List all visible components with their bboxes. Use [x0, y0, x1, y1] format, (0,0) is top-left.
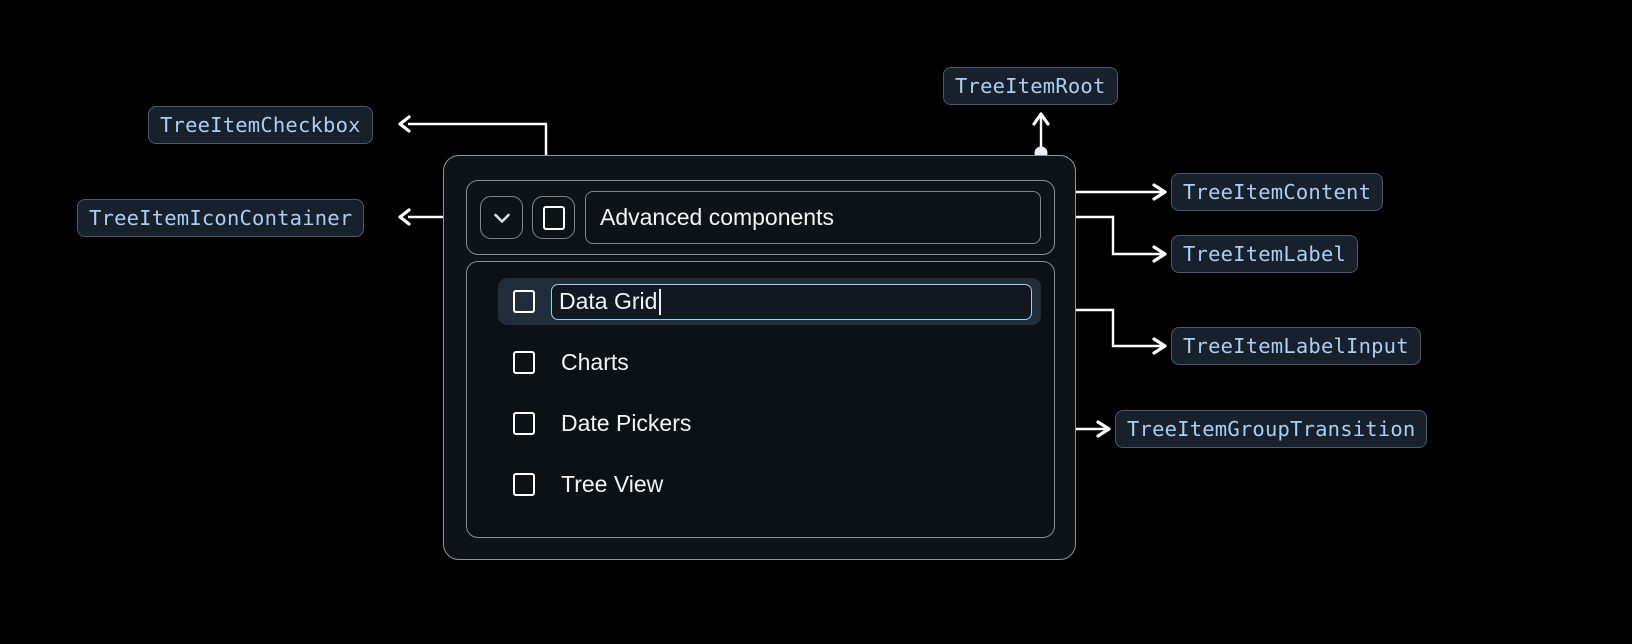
row-gap [467, 447, 1054, 461]
annotation-chip-label: TreeItemIconContainer [89, 205, 353, 230]
checkbox-box-icon[interactable] [513, 351, 535, 374]
text-caret [659, 288, 661, 315]
tree-item-label-text: Charts [561, 349, 629, 375]
tree-item-label-input-value: Data Grid [559, 288, 658, 314]
tree-item-checkbox[interactable] [532, 196, 575, 239]
tree-item-row-date-pickers[interactable]: Date Pickers [498, 400, 1041, 447]
row-gap [467, 325, 1054, 339]
row-gap [467, 386, 1054, 400]
annotation-chip-label: TreeItemLabel [1183, 241, 1347, 266]
chevron-down-icon [489, 205, 515, 231]
annotation-chip-label: TreeItemCheckbox [160, 112, 361, 137]
annotation-chip-tree-item-root: TreeItemRoot [943, 67, 1118, 105]
annotation-chip-label: TreeItemRoot [955, 73, 1106, 98]
annotation-chip-tree-item-checkbox: TreeItemCheckbox [148, 106, 373, 144]
tree-item-label-text: Date Pickers [561, 410, 692, 436]
annotation-chip-tree-item-label: TreeItemLabel [1171, 235, 1359, 273]
checkbox-box-icon[interactable] [513, 473, 535, 496]
tree-item-label-text: Tree View [561, 471, 664, 497]
tree-item-label-text: Advanced components [600, 204, 834, 230]
annotation-chip-tree-item-icon-container: TreeItemIconContainer [77, 199, 365, 237]
tree-item-group-transition: Data Grid Charts Date Pickers Tree View [466, 261, 1055, 538]
tree-item-label-input[interactable]: Data Grid [551, 283, 1032, 320]
annotation-chip-label: TreeItemGroupTransition [1127, 416, 1416, 441]
tree-item-root: Advanced components Data Grid Charts Dat… [443, 155, 1076, 560]
annotation-chip-tree-item-label-input: TreeItemLabelInput [1171, 327, 1421, 365]
checkbox-box-icon [542, 205, 565, 230]
checkbox-box-icon[interactable] [513, 412, 535, 435]
checkbox-box-icon[interactable] [513, 290, 535, 313]
tree-item-label[interactable]: Advanced components [585, 191, 1041, 244]
tree-item-row-charts[interactable]: Charts [498, 339, 1041, 386]
annotation-chip-tree-item-group-transition: TreeItemGroupTransition [1115, 410, 1428, 448]
tree-item-icon-container[interactable] [480, 196, 523, 239]
annotation-chip-label: TreeItemLabelInput [1183, 333, 1409, 358]
annotation-chip-label: TreeItemContent [1183, 179, 1372, 204]
tree-item-content[interactable]: Advanced components [466, 180, 1055, 255]
tree-item-row-tree-view[interactable]: Tree View [498, 461, 1041, 508]
annotation-chip-tree-item-content: TreeItemContent [1171, 173, 1384, 211]
tree-item-row-data-grid[interactable]: Data Grid [498, 278, 1041, 325]
